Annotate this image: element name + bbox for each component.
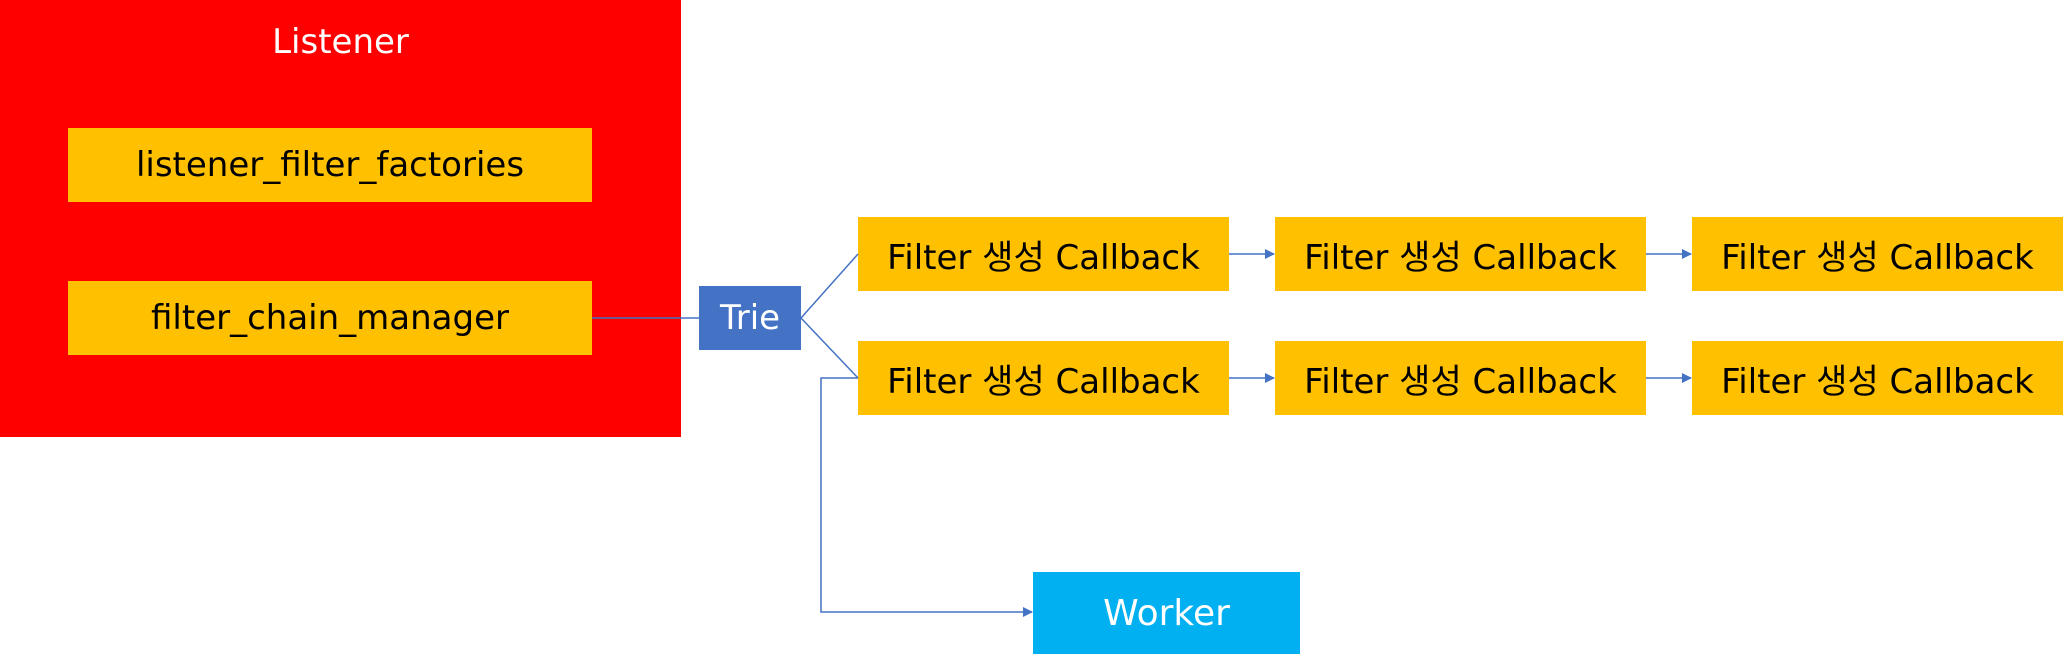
filter-callback-r1c1: Filter 생성 Callback — [858, 217, 1229, 291]
filter-callback-r2c3: Filter 생성 Callback — [1692, 341, 2063, 415]
trie-box: Trie — [699, 286, 801, 350]
arrow-row2-to-worker — [820, 377, 1033, 617]
worker-box: Worker — [1033, 572, 1300, 654]
connector-trie-to-row2 — [800, 317, 859, 379]
filter-callback-r1c3: Filter 생성 Callback — [1692, 217, 2063, 291]
connector-trie-to-row1 — [800, 253, 859, 319]
filter-callback-r2c2: Filter 생성 Callback — [1275, 341, 1646, 415]
listener-filter-factories-box: listener_filter_factories — [68, 128, 592, 202]
filter-callback-r2c1: Filter 생성 Callback — [858, 341, 1229, 415]
listener-title: Listener — [272, 22, 409, 62]
filter-callback-r1c2: Filter 생성 Callback — [1275, 217, 1646, 291]
listener-container: Listener — [0, 0, 681, 437]
filter-chain-manager-box: filter_chain_manager — [68, 281, 592, 355]
